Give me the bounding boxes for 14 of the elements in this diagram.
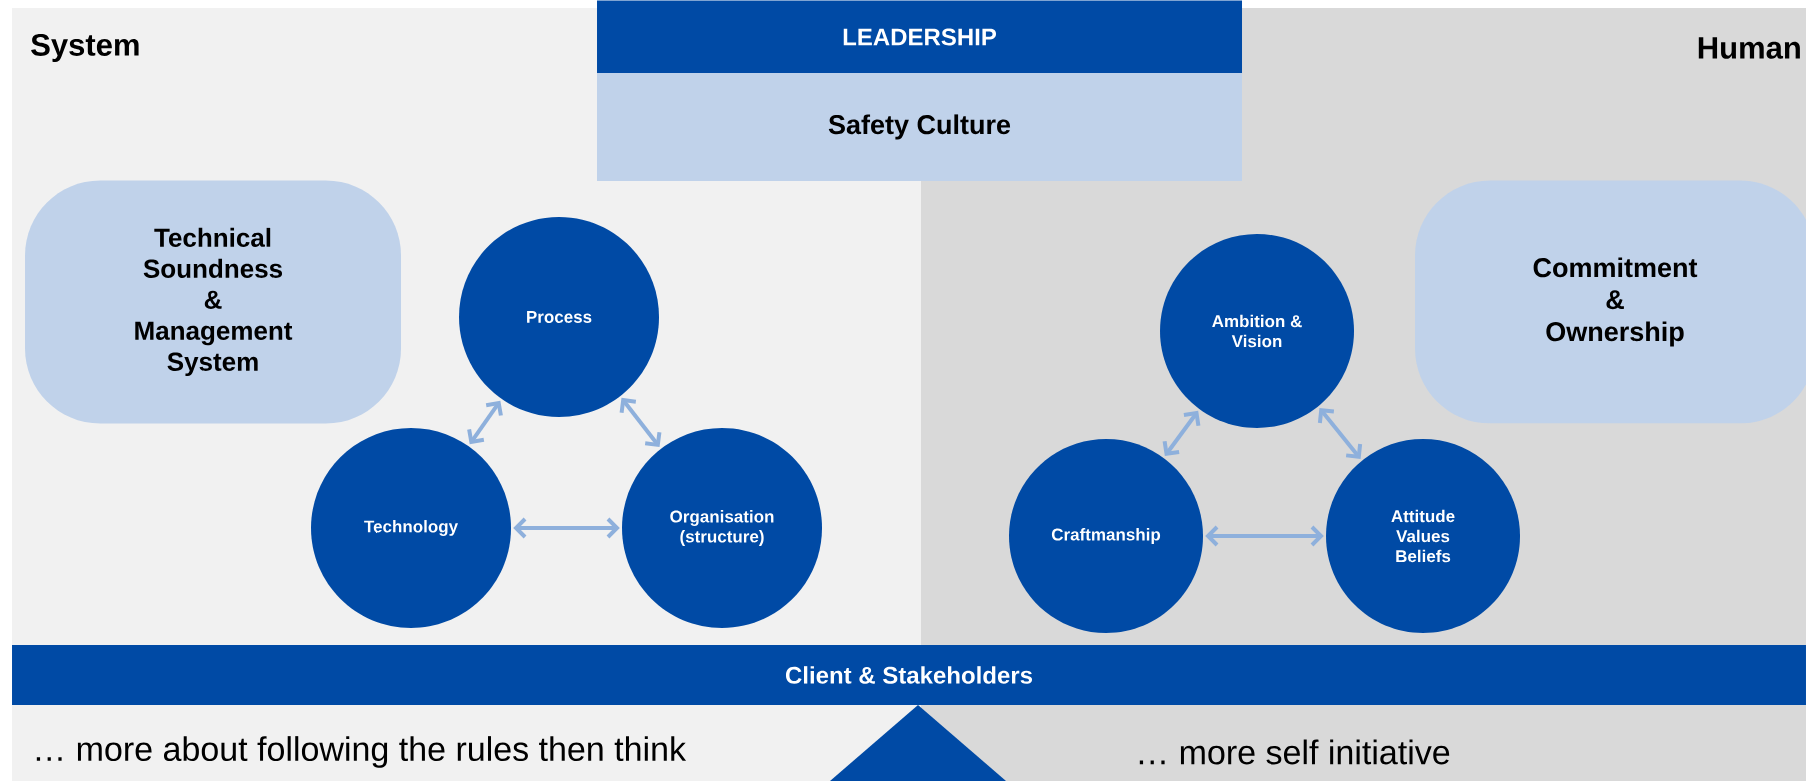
rounded-box: Technical Soundness & Management System <box>25 180 401 424</box>
double-arrow <box>619 397 662 448</box>
rounded-box: Commitment & Ownership <box>1415 180 1806 424</box>
double-arrow <box>1205 525 1324 547</box>
double-arrow <box>1317 408 1363 459</box>
heading-label: Human <box>1698 37 1800 59</box>
caption-text: … more about following the rules then think <box>36 736 687 768</box>
double-arrow <box>1162 410 1201 457</box>
header-bar: LEADERSHIP <box>597 0 1242 74</box>
double-arrow <box>467 400 503 445</box>
title-box: Safety Culture <box>597 73 1242 181</box>
caption-text: … more self initiative <box>1139 739 1450 765</box>
double-arrow <box>513 517 620 539</box>
heading-label: System <box>31 33 139 62</box>
